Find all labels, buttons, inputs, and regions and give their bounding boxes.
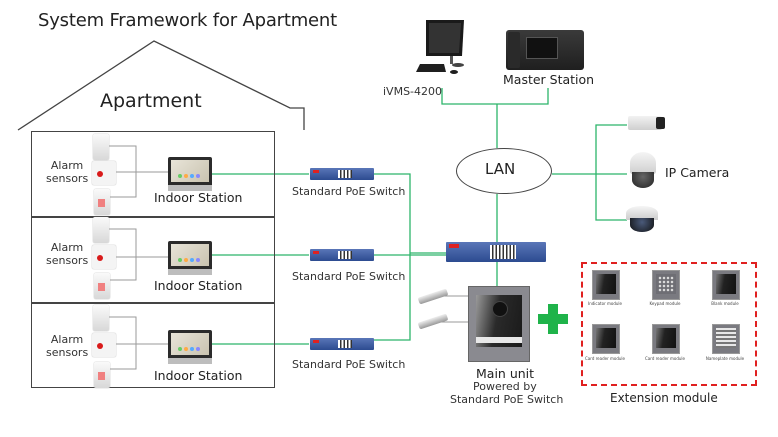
main-unit-switch-label: Standard PoE Switch	[450, 393, 564, 406]
floor-1	[31, 131, 275, 218]
ivms-label: iVMS-4200	[383, 85, 443, 98]
alarm-sensors-label-1: Alarm sensors	[46, 159, 88, 185]
floor-2	[31, 216, 275, 304]
card-reader-module-icon	[592, 324, 620, 354]
floor-3	[31, 302, 275, 388]
lan-label: LAN	[485, 160, 516, 178]
switch-label-1: Standard PoE Switch	[292, 185, 406, 198]
emergency-button-icon	[92, 161, 116, 185]
main-unit-icon	[468, 286, 530, 362]
card-reader-module-icon	[652, 324, 680, 354]
ip-camera-label: IP Camera	[665, 165, 730, 180]
alarm-sensors-label-3: Alarm sensors	[46, 333, 88, 359]
emergency-button-icon	[92, 245, 116, 269]
plus-icon-bar	[538, 314, 568, 324]
main-unit-label: Main unit	[476, 366, 535, 381]
house-roof	[17, 40, 305, 131]
alarm-label-line1: Alarm	[50, 241, 84, 254]
pir-detector-icon	[93, 305, 109, 331]
indicator-module-icon	[592, 270, 620, 300]
poe-switch-icon-2	[310, 249, 374, 261]
ptz-camera-icon	[628, 152, 658, 190]
poe-switch-icon-3	[310, 338, 374, 350]
page-title: System Framework for Apartment	[38, 10, 337, 31]
sensor-wiring-3	[108, 316, 137, 370]
exit-button-icon	[94, 273, 110, 299]
switch-label-2: Standard PoE Switch	[292, 270, 406, 283]
lan-cloud	[456, 148, 552, 194]
line-camera-bus	[595, 124, 627, 221]
indoor-station-icon	[168, 241, 212, 275]
box-camera-icon	[628, 116, 665, 130]
indoor-station-label-3: Indoor Station	[154, 368, 243, 383]
switch-label-3: Standard PoE Switch	[292, 358, 406, 371]
exit-button-icon	[94, 189, 110, 215]
module-label: Card reader module	[585, 356, 626, 361]
line-pc-master	[441, 88, 549, 105]
nameplate-module-icon	[712, 324, 740, 354]
emergency-button-icon	[92, 333, 116, 357]
extension-module-group	[581, 262, 757, 386]
exit-button-icon	[94, 362, 110, 388]
indoor-station-label-2: Indoor Station	[154, 278, 243, 293]
module-label: Nameplate module	[705, 356, 745, 361]
master-station-label: Master Station	[503, 72, 595, 87]
computer-icon	[416, 20, 464, 74]
alarm-label-line1: Alarm	[50, 333, 84, 346]
indoor-station-icon	[168, 157, 212, 191]
main-poe-switch-icon	[446, 242, 546, 262]
indoor-station-label-1: Indoor Station	[154, 190, 243, 205]
alarm-label-line1: Alarm	[50, 159, 84, 172]
alarm-sensors-label-2: Alarm sensors	[46, 241, 88, 267]
sensor-wiring-2	[108, 228, 137, 281]
keypad-module-icon	[652, 270, 680, 300]
pir-detector-icon	[93, 134, 109, 160]
pir-detector-icon	[93, 217, 109, 243]
alarm-label-line2: sensors	[46, 172, 89, 185]
alarm-label-line2: sensors	[46, 346, 89, 359]
module-label: Card reader module	[645, 356, 686, 361]
master-station-icon	[506, 30, 584, 70]
alarm-label-line2: sensors	[46, 254, 89, 267]
apartment-label: Apartment	[100, 90, 202, 112]
blank-module-icon	[712, 270, 740, 300]
indoor-station-icon	[168, 330, 212, 364]
poe-switch-icon-1	[310, 168, 374, 180]
module-label: Indicator module	[588, 301, 622, 306]
dome-camera-icon	[626, 206, 658, 234]
main-unit-powered-label: Powered by	[473, 380, 537, 393]
line-floor-switch-bus	[373, 173, 411, 341]
module-label: Blank module	[711, 301, 739, 306]
module-label: Keypad module	[649, 301, 681, 306]
extension-module-label: Extension module	[610, 391, 718, 405]
